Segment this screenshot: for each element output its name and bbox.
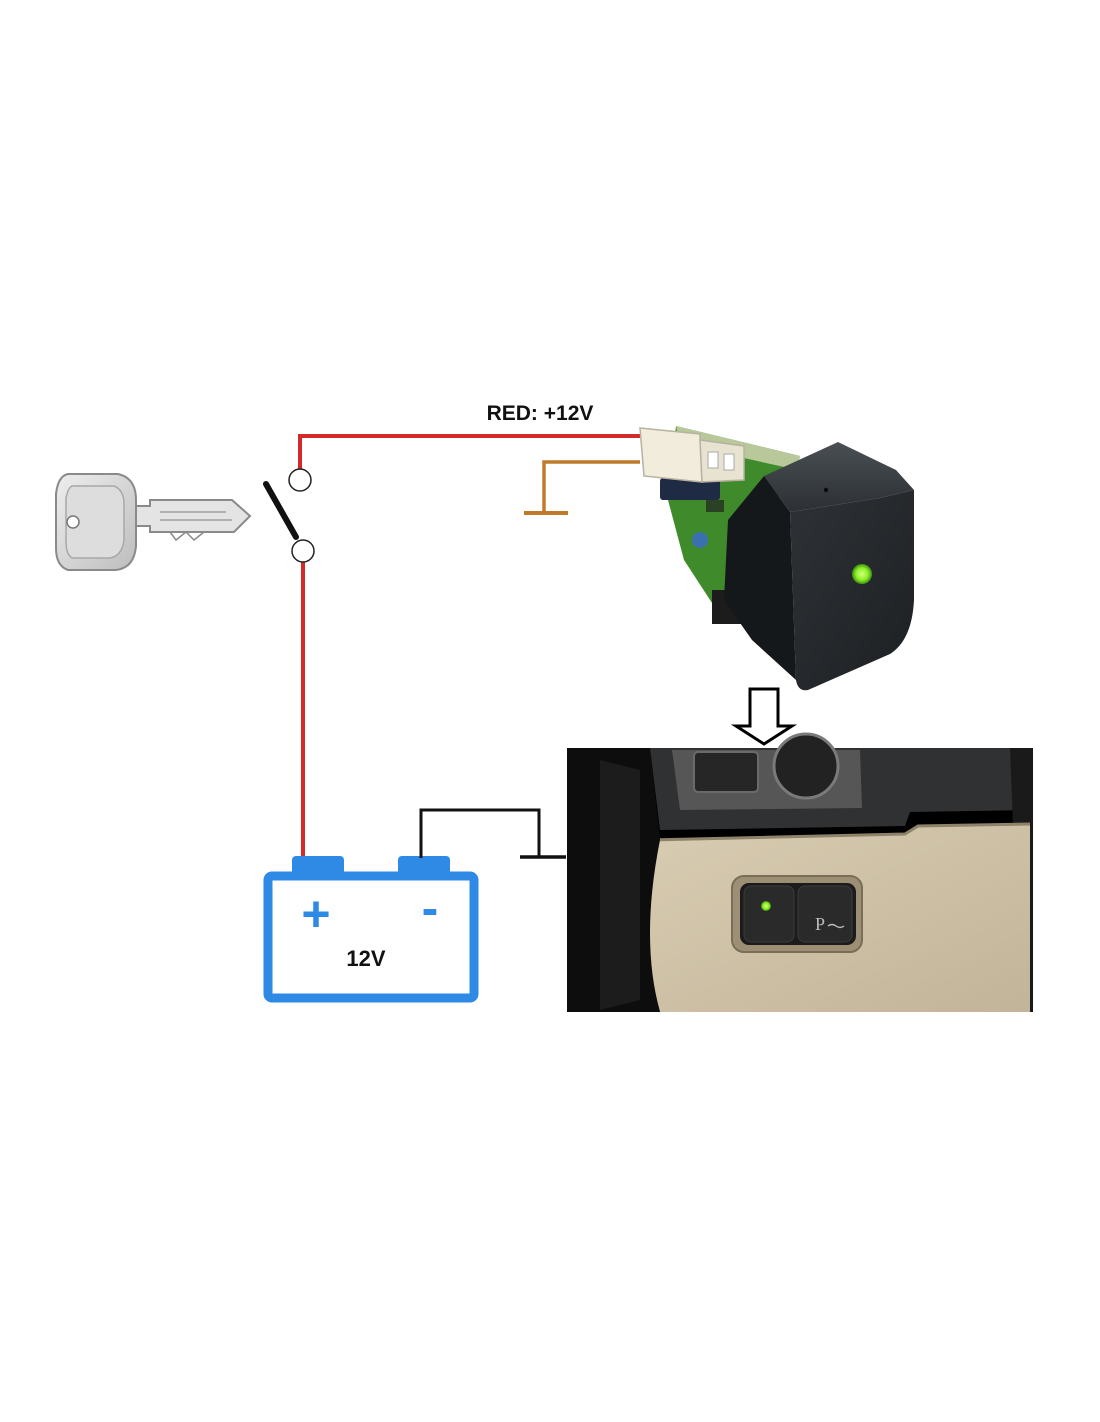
status-led-icon bbox=[852, 564, 872, 584]
black-ground-wire bbox=[419, 808, 566, 859]
dashboard-photo: P bbox=[567, 732, 1033, 1012]
brown-ground-wire bbox=[524, 460, 640, 515]
dash-led-button bbox=[743, 885, 795, 943]
connector-plug bbox=[639, 427, 745, 483]
dash-upper-button bbox=[693, 751, 759, 793]
dash-led-icon bbox=[761, 901, 771, 911]
red-wire bbox=[298, 434, 640, 862]
battery-minus-sign: - bbox=[422, 880, 439, 936]
parking-sensor-icon bbox=[827, 923, 845, 929]
ignition-switch bbox=[263, 468, 315, 563]
battery-plus-sign: + bbox=[301, 886, 330, 942]
wire-label: RED: +12V bbox=[487, 402, 594, 425]
dash-upper-knob bbox=[772, 732, 840, 800]
key-icon bbox=[55, 473, 252, 571]
battery-body bbox=[263, 871, 479, 1003]
battery-voltage-label: 12V bbox=[346, 946, 385, 971]
down-arrow-icon bbox=[730, 687, 798, 746]
control-module bbox=[639, 426, 914, 691]
parking-symbol: P bbox=[815, 914, 825, 934]
battery: + - 12V bbox=[263, 856, 479, 1003]
